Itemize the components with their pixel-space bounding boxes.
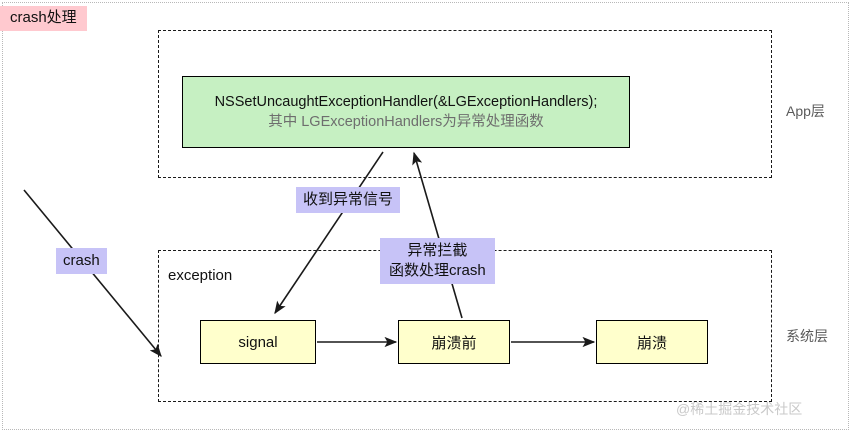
diagram-title-chip: crash处理 — [0, 6, 87, 31]
edge-label-intercept-line1: 异常拦截 — [407, 242, 468, 259]
app-layer-label: App层 — [786, 103, 825, 119]
process-node-signal: signal — [200, 320, 316, 364]
edge-label-received-signal: 收到异常信号 — [296, 187, 401, 213]
watermark: @稀土掘金技术社区 — [676, 401, 803, 417]
exception-group-label: exception — [168, 267, 233, 284]
handler-node: NSSetUncaughtExceptionHandler(&LGExcepti… — [182, 76, 630, 148]
system-layer-label: 系统层 — [786, 328, 828, 344]
process-node-precrash: 崩溃前 — [398, 320, 510, 364]
edge-label-intercept: 异常拦截 函数处理crash — [380, 238, 495, 284]
edge-label-intercept-line2: 函数处理crash — [389, 262, 486, 279]
handler-node-line1: NSSetUncaughtExceptionHandler(&LGExcepti… — [214, 94, 598, 110]
app-layer-container — [158, 30, 772, 178]
edge-label-crash: crash — [56, 248, 107, 274]
process-node-crash: 崩溃 — [596, 320, 708, 364]
handler-node-line2: 其中 LGExceptionHandlers为异常处理函数 — [268, 114, 544, 130]
